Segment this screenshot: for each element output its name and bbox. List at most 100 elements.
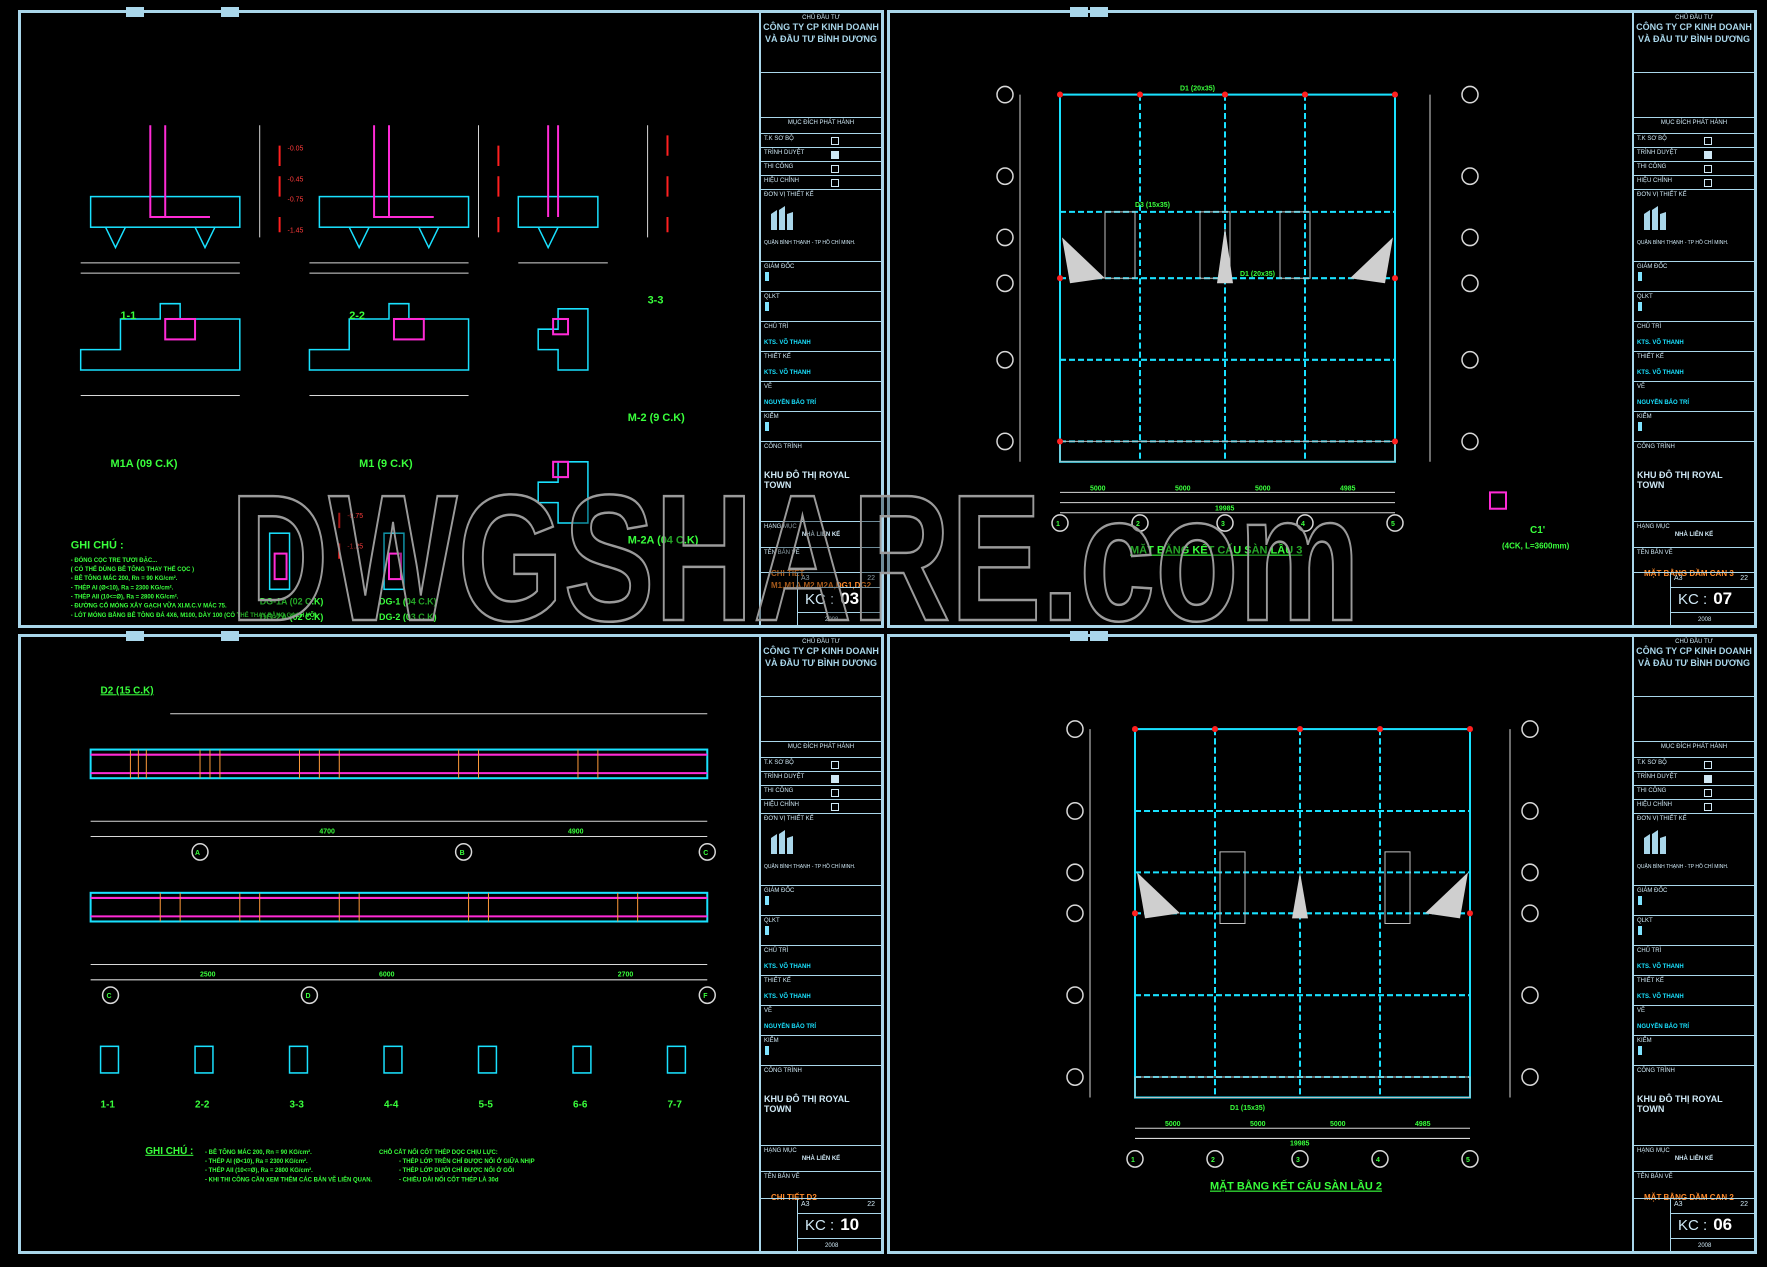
checkbox-trinh-duyet[interactable] xyxy=(831,775,839,783)
category-caption: HẠNG MỤC xyxy=(1637,524,1670,530)
role-label: QLKT xyxy=(1637,294,1653,300)
owner-name-line2: VÀ ĐẦU TƯ BÌNH DƯƠNG xyxy=(1637,34,1751,44)
checkbox-hieu-chinh[interactable] xyxy=(831,803,839,811)
year: 2008 xyxy=(825,617,839,623)
svg-text:DG-2 (03 C.K): DG-2 (03 C.K) xyxy=(379,612,437,622)
role-name: KTS. VÕ THANH xyxy=(764,994,811,1000)
purpose-label: T.K SƠ BỘ xyxy=(1637,136,1667,142)
svg-text:-0.45: -0.45 xyxy=(288,176,304,183)
signature-mark xyxy=(1638,926,1642,935)
total-sheets: 22 xyxy=(867,575,875,582)
owner-name-line2: VÀ ĐẦU TƯ BÌNH DƯƠNG xyxy=(764,658,878,668)
total-sheets: 22 xyxy=(1740,1201,1748,1208)
purpose-label: HIỆU CHỈNH xyxy=(764,178,800,184)
role-label: VẼ xyxy=(1637,384,1646,390)
frame-tab xyxy=(1070,631,1088,641)
role-name: KTS. VÕ THANH xyxy=(764,370,811,376)
role-label: VẼ xyxy=(1637,1008,1646,1014)
checkbox-hieu-chinh[interactable] xyxy=(1704,179,1712,187)
role-label: CHỦ TRÌ xyxy=(1637,324,1662,330)
purpose-label: THI CÔNG xyxy=(764,164,794,170)
role-label: THIẾT KẾ xyxy=(764,978,791,984)
drawing-title: MẶT BẰNG DẦM CAN 2 xyxy=(1644,1193,1734,1202)
project-name: KHU ĐÔ THỊ ROYAL TOWN xyxy=(764,1094,850,1114)
svg-text:5000: 5000 xyxy=(1165,1120,1181,1128)
designer-address: QUẬN BÌNH THẠNH - TP HỒ CHÍ MINH. xyxy=(764,864,856,870)
frame-tab xyxy=(126,631,144,641)
svg-text:- LÓT MÓNG BẰNG BÊ TÔNG ĐÁ 4X6: - LÓT MÓNG BẰNG BÊ TÔNG ĐÁ 4X6, M100, DÀ… xyxy=(71,611,317,619)
signature-mark xyxy=(1638,422,1642,431)
sheet-number: KC :10 xyxy=(805,1215,860,1234)
svg-text:3-3: 3-3 xyxy=(648,295,664,307)
title-block: CHỦ ĐẦU TƯ CÔNG TY CP KINH DOANH VÀ ĐẦU … xyxy=(759,637,881,1251)
purpose-label: T.K SƠ BỘ xyxy=(764,760,794,766)
role-name: KTS. VÕ THANH xyxy=(1637,340,1684,346)
svg-text:D1 (15x35): D1 (15x35) xyxy=(1230,1104,1265,1112)
owner-name-line1: CÔNG TY CP KINH DOANH xyxy=(763,22,879,32)
svg-text:4: 4 xyxy=(1376,1156,1380,1164)
svg-text:7-7: 7-7 xyxy=(667,1100,682,1111)
paper-size: A3 xyxy=(801,575,810,582)
svg-text:DG-1A (02 C.K): DG-1A (02 C.K) xyxy=(260,596,324,606)
checkbox-thi-cong[interactable] xyxy=(831,165,839,173)
svg-text:-0.75: -0.75 xyxy=(347,513,363,520)
svg-text:- BÊ TÔNG MÁC 200, Rn = 90 KG/: - BÊ TÔNG MÁC 200, Rn = 90 KG/cm². xyxy=(205,1148,312,1156)
svg-text:- THÉP AII (10<=Ø), Ra = 2800: - THÉP AII (10<=Ø), Ra = 2800 KG/cm². xyxy=(71,592,179,600)
frame-tab xyxy=(126,7,144,17)
purpose-label: TRÌNH DUYỆT xyxy=(764,774,805,780)
checkbox-so-bo[interactable] xyxy=(831,761,839,769)
purpose-caption: MỤC ĐÍCH PHÁT HÀNH xyxy=(1660,120,1728,126)
svg-text:1-1: 1-1 xyxy=(101,1100,116,1111)
signature-mark xyxy=(1638,302,1642,311)
checkbox-thi-cong[interactable] xyxy=(831,789,839,797)
title-block: CHỦ ĐẦU TƯ CÔNG TY CP KINH DOANH VÀ ĐẦU … xyxy=(1632,637,1754,1251)
svg-text:5000: 5000 xyxy=(1250,1120,1266,1128)
purpose-caption: MỤC ĐÍCH PHÁT HÀNH xyxy=(787,744,855,750)
checkbox-trinh-duyet[interactable] xyxy=(1704,775,1712,783)
company-logo-icon xyxy=(771,206,793,230)
checkbox-hieu-chinh[interactable] xyxy=(1704,803,1712,811)
frame-tab xyxy=(1090,7,1108,17)
role-label: QLKT xyxy=(1637,918,1653,924)
svg-text:D2 (15 C.K): D2 (15 C.K) xyxy=(101,685,154,696)
role-name: KTS. VÕ THANH xyxy=(764,964,811,970)
checkbox-hieu-chinh[interactable] xyxy=(831,179,839,187)
purpose-label: THI CÔNG xyxy=(764,788,794,794)
checkbox-trinh-duyet[interactable] xyxy=(831,151,839,159)
role-label: GIÁM ĐỐC xyxy=(1637,888,1668,894)
purpose-label: TRÌNH DUYỆT xyxy=(764,150,805,156)
category-name: NHÀ LIÊN KẾ xyxy=(801,1156,841,1162)
category-name: NHÀ LIÊN KẾ xyxy=(801,532,841,538)
drawing-name-caption: TÊN BẢN VẼ xyxy=(764,550,800,556)
role-name: KTS. VÕ THANH xyxy=(764,340,811,346)
frame-tab xyxy=(1070,7,1088,17)
checkbox-thi-cong[interactable] xyxy=(1704,789,1712,797)
owner-caption: CHỦ ĐẦU TƯ xyxy=(1675,15,1713,21)
svg-text:5000: 5000 xyxy=(1255,485,1271,492)
checkbox-so-bo[interactable] xyxy=(831,137,839,145)
purpose-label: HIỆU CHỈNH xyxy=(764,802,800,808)
role-label: VẼ xyxy=(764,384,773,390)
stamp-icon xyxy=(761,573,798,625)
svg-text:M-2 (9 C.K): M-2 (9 C.K) xyxy=(628,412,685,424)
category-name: NHÀ LIÊN KẾ xyxy=(1674,1156,1714,1162)
svg-text:5000: 5000 xyxy=(1330,1120,1346,1128)
owner-caption: CHỦ ĐẦU TƯ xyxy=(802,15,840,21)
checkbox-so-bo[interactable] xyxy=(1704,137,1712,145)
svg-text:2-2: 2-2 xyxy=(195,1100,210,1111)
svg-text:4985: 4985 xyxy=(1415,1120,1431,1128)
checkbox-thi-cong[interactable] xyxy=(1704,165,1712,173)
svg-text:-0.05: -0.05 xyxy=(288,146,304,153)
category-caption: HẠNG MỤC xyxy=(764,1148,797,1154)
company-logo-icon xyxy=(1644,206,1666,230)
svg-text:-1.45: -1.45 xyxy=(288,227,304,234)
svg-text:C: C xyxy=(107,993,112,1000)
owner-name-line1: CÔNG TY CP KINH DOANH xyxy=(1636,22,1752,32)
purpose-caption: MỤC ĐÍCH PHÁT HÀNH xyxy=(787,120,855,126)
checkbox-trinh-duyet[interactable] xyxy=(1704,151,1712,159)
sheet-number-block: A3 22 KC :03 2008 xyxy=(761,572,881,625)
checkbox-so-bo[interactable] xyxy=(1704,761,1712,769)
owner-name-line1: CÔNG TY CP KINH DOANH xyxy=(763,646,879,656)
drawing-title: MẶT BẰNG DẦM CAN 3 xyxy=(1644,569,1734,578)
